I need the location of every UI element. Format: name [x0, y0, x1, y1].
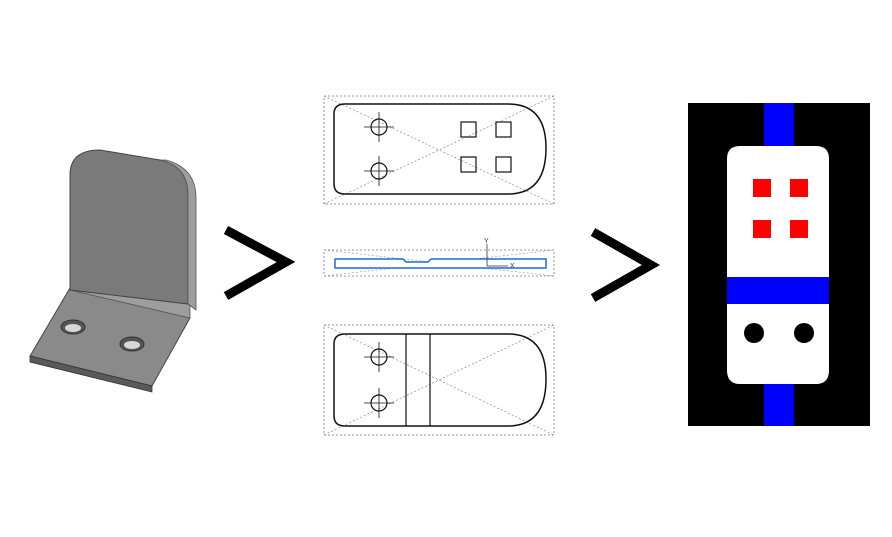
- top-view-square: [460, 156, 477, 173]
- chevron-right-icon: [223, 226, 296, 300]
- bottom-view-drawing: [323, 324, 555, 436]
- bent-bracket-icon: [29, 149, 197, 393]
- top-view-square: [495, 121, 512, 138]
- side-view-diagonal: [323, 249, 555, 277]
- top-view-frame: [323, 95, 555, 205]
- mask-blue-band: [727, 277, 829, 304]
- top-view-outline: [333, 103, 547, 195]
- side-view-diagonal: [323, 249, 555, 277]
- bracket-hole-right-inner: [124, 341, 140, 349]
- chevron-right-icon: [590, 228, 661, 302]
- bottom-view-outline: [333, 333, 547, 427]
- mask-red-square: [790, 220, 808, 238]
- side-view-drawing: Y X: [323, 238, 555, 277]
- bottom-view-frame: [323, 324, 555, 436]
- bottom-view-diagonal: [323, 324, 555, 436]
- bracket-vertical-flange: [69, 149, 189, 305]
- bracket-base-edge: [29, 355, 153, 393]
- mask-hole: [794, 323, 814, 343]
- bottom-view-diagonal: [323, 324, 555, 436]
- mask-red-square: [753, 220, 771, 238]
- bracket-hole-left-inner: [65, 324, 81, 332]
- mask-red-square: [790, 179, 808, 197]
- mask-hole: [744, 323, 764, 343]
- side-view-y-label: Y: [484, 238, 489, 245]
- top-view-square: [495, 156, 512, 173]
- bracket-flange-edge: [159, 159, 197, 311]
- mask-red-square: [753, 179, 771, 197]
- top-view-square: [460, 121, 477, 138]
- top-view-drawing: [323, 95, 555, 205]
- side-view-x-label: X: [510, 263, 515, 270]
- mask-icon: [688, 103, 870, 426]
